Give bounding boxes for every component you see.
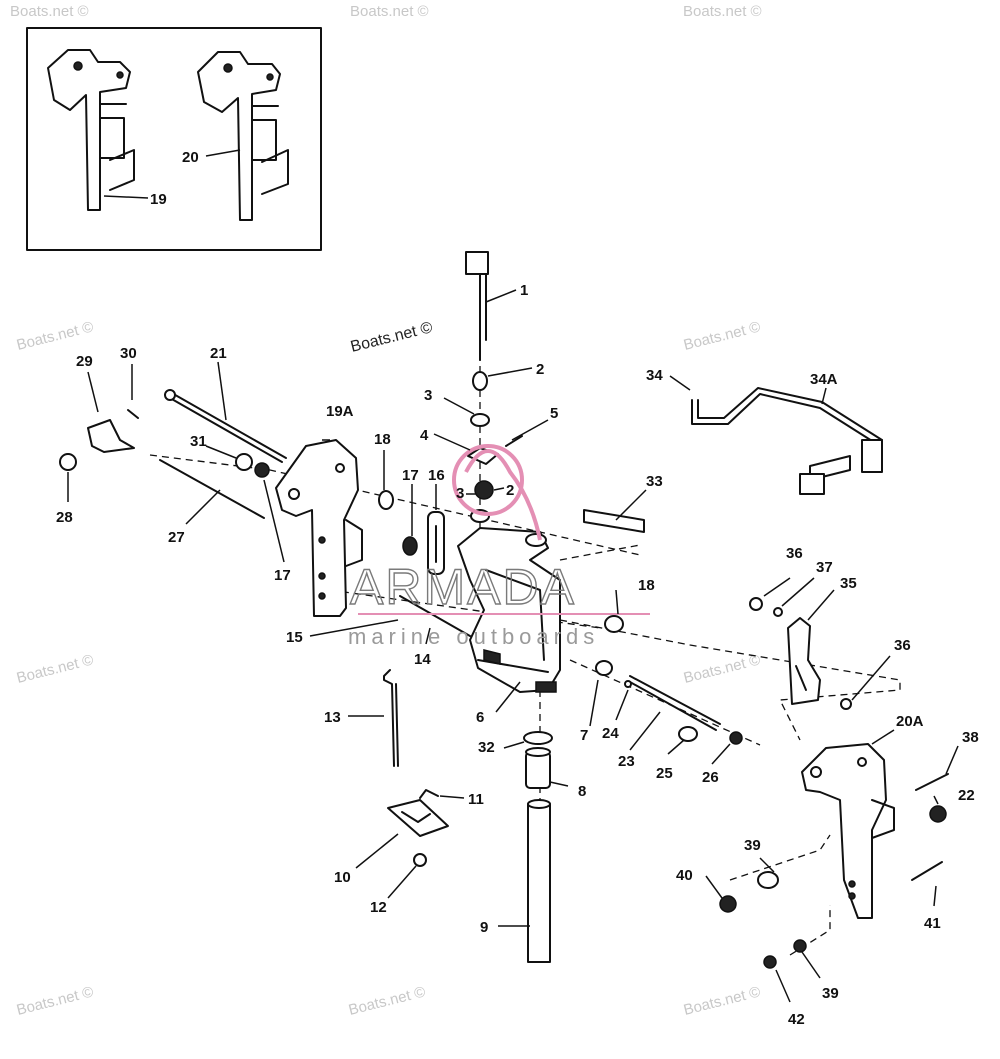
callout-16: 16 bbox=[428, 467, 445, 484]
callout-3: 3 bbox=[456, 485, 464, 502]
callout-18: 18 bbox=[638, 577, 655, 594]
watermark-main-text: Boats.net © bbox=[349, 319, 435, 356]
callout-labels: 1 2 2 3 3 4 5 6 7 8 9 10 11 12 13 14 15 … bbox=[56, 149, 979, 1028]
inset-frame bbox=[26, 27, 322, 251]
watermark-text: Boats.net © bbox=[682, 318, 762, 354]
hardware-icons bbox=[59, 409, 949, 969]
bracket-19-icon bbox=[47, 49, 135, 211]
callout-36: 36 bbox=[786, 545, 803, 562]
callout-38: 38 bbox=[962, 729, 979, 746]
saddle-10-icon bbox=[387, 789, 449, 867]
brand-logo-icon bbox=[452, 444, 524, 516]
watermark-text: Boats.net © bbox=[683, 3, 762, 20]
callout-19A: 19A bbox=[326, 403, 354, 420]
handle-34A-icon bbox=[691, 387, 883, 495]
callout-10: 10 bbox=[334, 869, 351, 886]
callout-35: 35 bbox=[840, 575, 857, 592]
callout-37: 37 bbox=[816, 559, 833, 576]
callout-8: 8 bbox=[578, 783, 586, 800]
callout-18: 18 bbox=[374, 431, 391, 448]
callout-27: 27 bbox=[168, 529, 185, 546]
inset-box bbox=[26, 27, 322, 251]
callout-32: 32 bbox=[478, 739, 495, 756]
callout-31: 31 bbox=[190, 433, 207, 450]
callout-11: 11 bbox=[468, 791, 484, 808]
callout-2: 2 bbox=[506, 482, 514, 499]
callout-29: 29 bbox=[76, 353, 93, 370]
brand-name: ARMADA bbox=[350, 559, 576, 615]
watermark-text: Boats.net © bbox=[347, 983, 427, 1019]
callout-22: 22 bbox=[958, 787, 975, 804]
watermark-text: Boats.net © bbox=[682, 983, 762, 1019]
callout-7: 7 bbox=[580, 727, 588, 744]
callout-40: 40 bbox=[676, 867, 693, 884]
callout-26: 26 bbox=[702, 769, 719, 786]
callout-20A: 20A bbox=[896, 713, 924, 730]
pin-1-icon bbox=[465, 251, 489, 361]
callout-3: 3 bbox=[424, 387, 432, 404]
callout-9: 9 bbox=[480, 919, 488, 936]
callout-33: 33 bbox=[646, 473, 663, 490]
callout-28: 28 bbox=[56, 509, 73, 526]
callout-34A: 34A bbox=[810, 371, 838, 388]
tube-assembly-icon bbox=[523, 731, 553, 963]
callout-13: 13 bbox=[324, 709, 341, 726]
callout-4: 4 bbox=[420, 427, 429, 444]
bracket-20A-icon bbox=[801, 743, 895, 919]
callout-36: 36 bbox=[894, 637, 911, 654]
callout-2: 2 bbox=[536, 361, 544, 378]
brand-tagline: marine outboards bbox=[348, 624, 599, 649]
bracket-20-icon bbox=[197, 51, 289, 221]
callout-30: 30 bbox=[120, 345, 137, 362]
callout-5: 5 bbox=[550, 405, 558, 422]
callout-21: 21 bbox=[210, 345, 227, 362]
bracket-19A-icon bbox=[275, 439, 363, 617]
leader-lines bbox=[67, 289, 959, 1003]
link-16-icon bbox=[427, 511, 445, 575]
watermark-text: Boats.net © bbox=[15, 651, 95, 687]
callout-14: 14 bbox=[414, 651, 431, 668]
watermark-text: Boats.net © bbox=[350, 3, 429, 20]
callout-41: 41 bbox=[924, 915, 941, 932]
callout-34: 34 bbox=[646, 367, 663, 384]
rod-parts-icon bbox=[159, 389, 721, 731]
brand-watermark: ARMADA marine outboards bbox=[348, 444, 650, 649]
callout-19: 19 bbox=[150, 191, 167, 208]
callout-42: 42 bbox=[788, 1011, 805, 1028]
watermark-text: Boats.net © bbox=[682, 651, 762, 687]
plate-33-icon bbox=[583, 509, 645, 533]
callout-25: 25 bbox=[656, 765, 673, 782]
callout-23: 23 bbox=[618, 753, 635, 770]
watermark-text: Boats.net © bbox=[15, 983, 95, 1019]
callout-24: 24 bbox=[602, 725, 619, 742]
rod-13-icon bbox=[383, 669, 399, 767]
callout-1: 1 bbox=[520, 282, 528, 299]
callout-15: 15 bbox=[286, 629, 303, 646]
brand-logo-swirl-icon bbox=[464, 449, 542, 541]
callout-20: 20 bbox=[182, 149, 199, 166]
watermark-text: Boats.net © bbox=[10, 3, 89, 20]
callout-17: 17 bbox=[402, 467, 419, 484]
callout-6: 6 bbox=[476, 709, 484, 726]
watermark-text: Boats.net © bbox=[15, 318, 95, 354]
bracket-35-icon bbox=[787, 617, 821, 705]
callout-39: 39 bbox=[822, 985, 839, 1002]
callout-39: 39 bbox=[744, 837, 761, 854]
callout-17: 17 bbox=[274, 567, 291, 584]
callout-12: 12 bbox=[370, 899, 387, 916]
